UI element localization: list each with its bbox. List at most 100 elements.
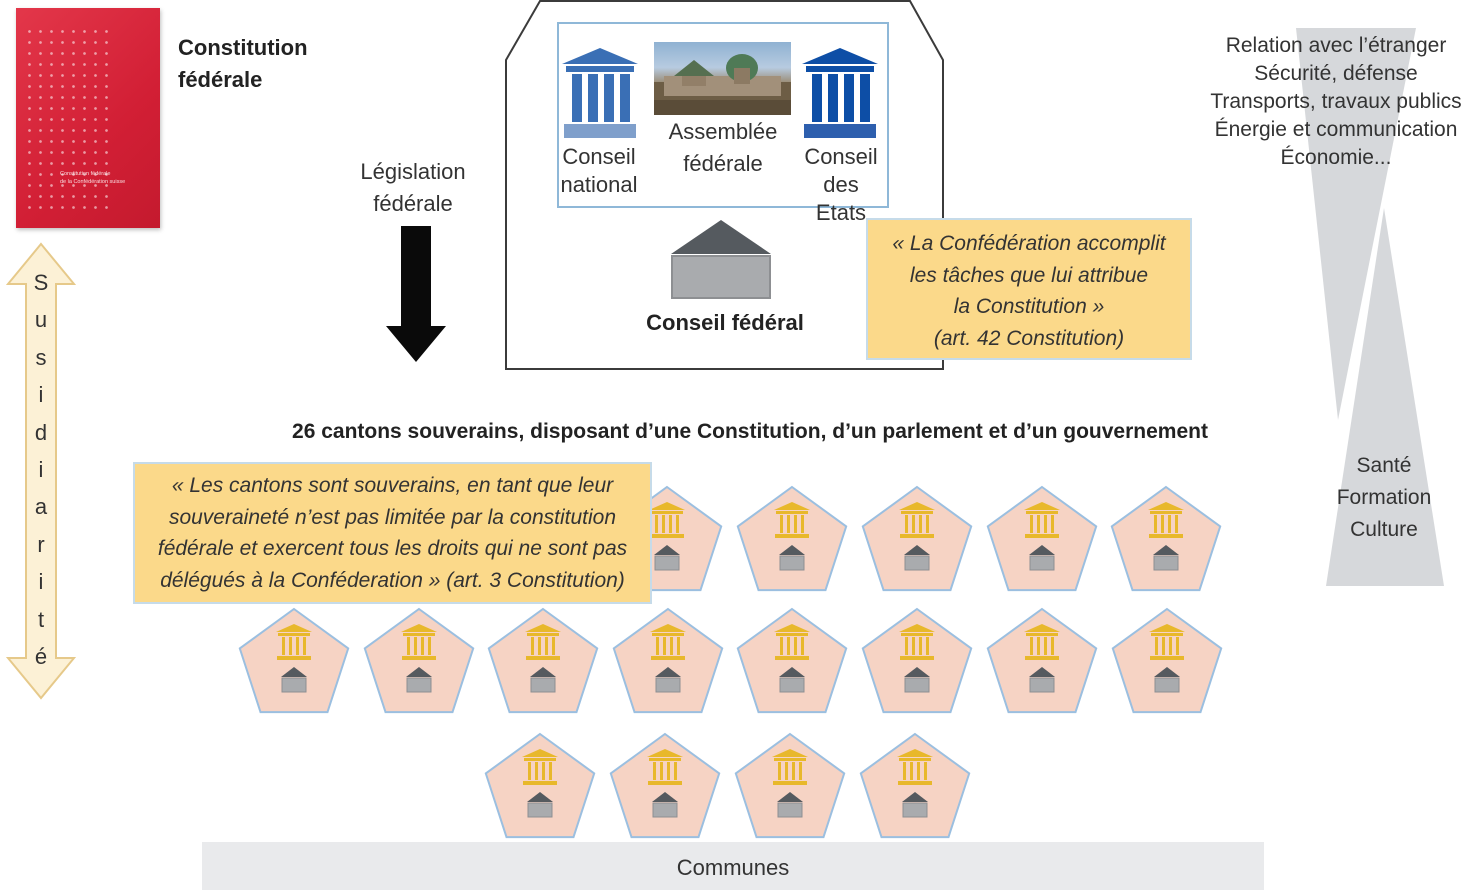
temple-roof [1149, 624, 1185, 632]
canton-parliament-icon [899, 624, 935, 660]
canton-shape [736, 485, 848, 592]
house-body [779, 555, 805, 571]
temple-beam [649, 758, 681, 761]
canton-parliament-icon [525, 624, 561, 660]
house-roof [904, 667, 930, 677]
temple-column [778, 762, 781, 780]
canton-parliament-icon [774, 502, 810, 538]
subsidiarity-double-arrow [6, 242, 76, 700]
canton-pentagon [1110, 485, 1222, 592]
temple-column [910, 762, 913, 780]
house-body [779, 677, 805, 693]
temple-column [663, 637, 666, 655]
subsidiarity-letter: é [34, 643, 48, 669]
temple-beam [403, 633, 435, 636]
canton-pentagon [861, 485, 973, 592]
confederation-quote-line: « La Confédération accomplit [892, 232, 1166, 255]
temple-roof [649, 502, 685, 510]
cantonal-competence-item: Santé [1356, 454, 1412, 477]
temple-beam [899, 758, 931, 761]
temple-roof [1148, 502, 1184, 510]
cantonal-competences-list: Santé Formation Culture [1320, 450, 1448, 546]
temple-column [905, 637, 908, 655]
temple-column [794, 515, 797, 533]
temple-column [905, 515, 908, 533]
house-body [652, 802, 678, 818]
canton-shape [859, 732, 971, 839]
subsidiarity-letter: u [34, 307, 48, 333]
canton-government-icon [527, 792, 553, 818]
conseil-des-etats-building-icon [802, 48, 878, 138]
canton-shape [736, 607, 848, 714]
temple-roof [897, 749, 933, 757]
house-roof [904, 545, 930, 555]
conseil-etats-line-1: Conseil [804, 144, 878, 169]
canton-parliament-icon [1024, 502, 1060, 538]
legislation-line-1: Législation [360, 159, 466, 184]
subsidiarity-letter: s [35, 344, 47, 370]
canton-pentagon [861, 607, 973, 714]
house-roof [652, 792, 678, 802]
temple-roof [774, 624, 810, 632]
temple-column [785, 762, 788, 780]
temple-column [1037, 637, 1040, 655]
canton-shape [363, 607, 475, 714]
canton-government-icon [281, 667, 307, 693]
temple-beam [901, 511, 933, 514]
canton-pentagon [986, 485, 1098, 592]
canton-shape [986, 485, 1098, 592]
house-body [902, 802, 928, 818]
temple-column [1175, 515, 1178, 533]
house-roof [1029, 545, 1055, 555]
house-body [777, 802, 803, 818]
temple-column [656, 637, 659, 655]
temple-roof [899, 624, 935, 632]
federal-competence-item: Transports, travaux publics [1210, 90, 1462, 113]
temple-column [677, 637, 680, 655]
canton-pentagon [238, 607, 350, 714]
temple-column [549, 762, 552, 780]
temple-beam [1150, 511, 1182, 514]
temple-column [917, 762, 920, 780]
canton-parliament-icon [1149, 624, 1185, 660]
temple-column [662, 515, 665, 533]
canton-government-icon [779, 667, 805, 693]
temple-base [277, 656, 311, 660]
temple-column [1162, 637, 1165, 655]
house-body [1154, 677, 1180, 693]
house-body [904, 677, 930, 693]
temple-column [669, 515, 672, 533]
federal-competence-item: Sécurité, défense [1254, 62, 1418, 85]
temple-roof [525, 624, 561, 632]
house-body [527, 802, 553, 818]
temple-base [523, 781, 557, 785]
temple-column [1154, 515, 1157, 533]
canton-government-icon [655, 667, 681, 693]
canton-pentagon [609, 732, 721, 839]
temple-column [655, 515, 658, 533]
house-roof [779, 667, 805, 677]
temple-base [1149, 534, 1183, 538]
canton-government-icon [904, 667, 930, 693]
temple-beam [524, 758, 556, 761]
conseil-des-etats-label: Conseil des Etats [796, 143, 886, 227]
temple-column [407, 637, 410, 655]
federal-competences-list: Relation avec l’étranger Sécurité, défen… [1200, 32, 1472, 172]
canton-government-icon [1029, 545, 1055, 571]
canton-pentagon [736, 607, 848, 714]
conseil-national-building-icon [562, 48, 638, 138]
cantons-quote-line: délégués à la Conféderation » (art. 3 Co… [160, 568, 625, 592]
temple-roof [647, 749, 683, 757]
canton-shape [238, 607, 350, 714]
house-roof [1029, 667, 1055, 677]
constitution-book-image: Constitution fédérale de la Confédératio… [16, 8, 160, 228]
subsidiarity-letter: r [37, 531, 45, 557]
canton-shape [861, 607, 973, 714]
constitution-title-line-1: Constitution [178, 35, 308, 60]
temple-beam [774, 758, 806, 761]
temple-roof [650, 624, 686, 632]
temple-base [1025, 656, 1059, 660]
cantons-quote-line: « Les cantons sont souverains, en tant q… [171, 474, 614, 497]
temple-base [775, 534, 809, 538]
temple-roof [772, 749, 808, 757]
